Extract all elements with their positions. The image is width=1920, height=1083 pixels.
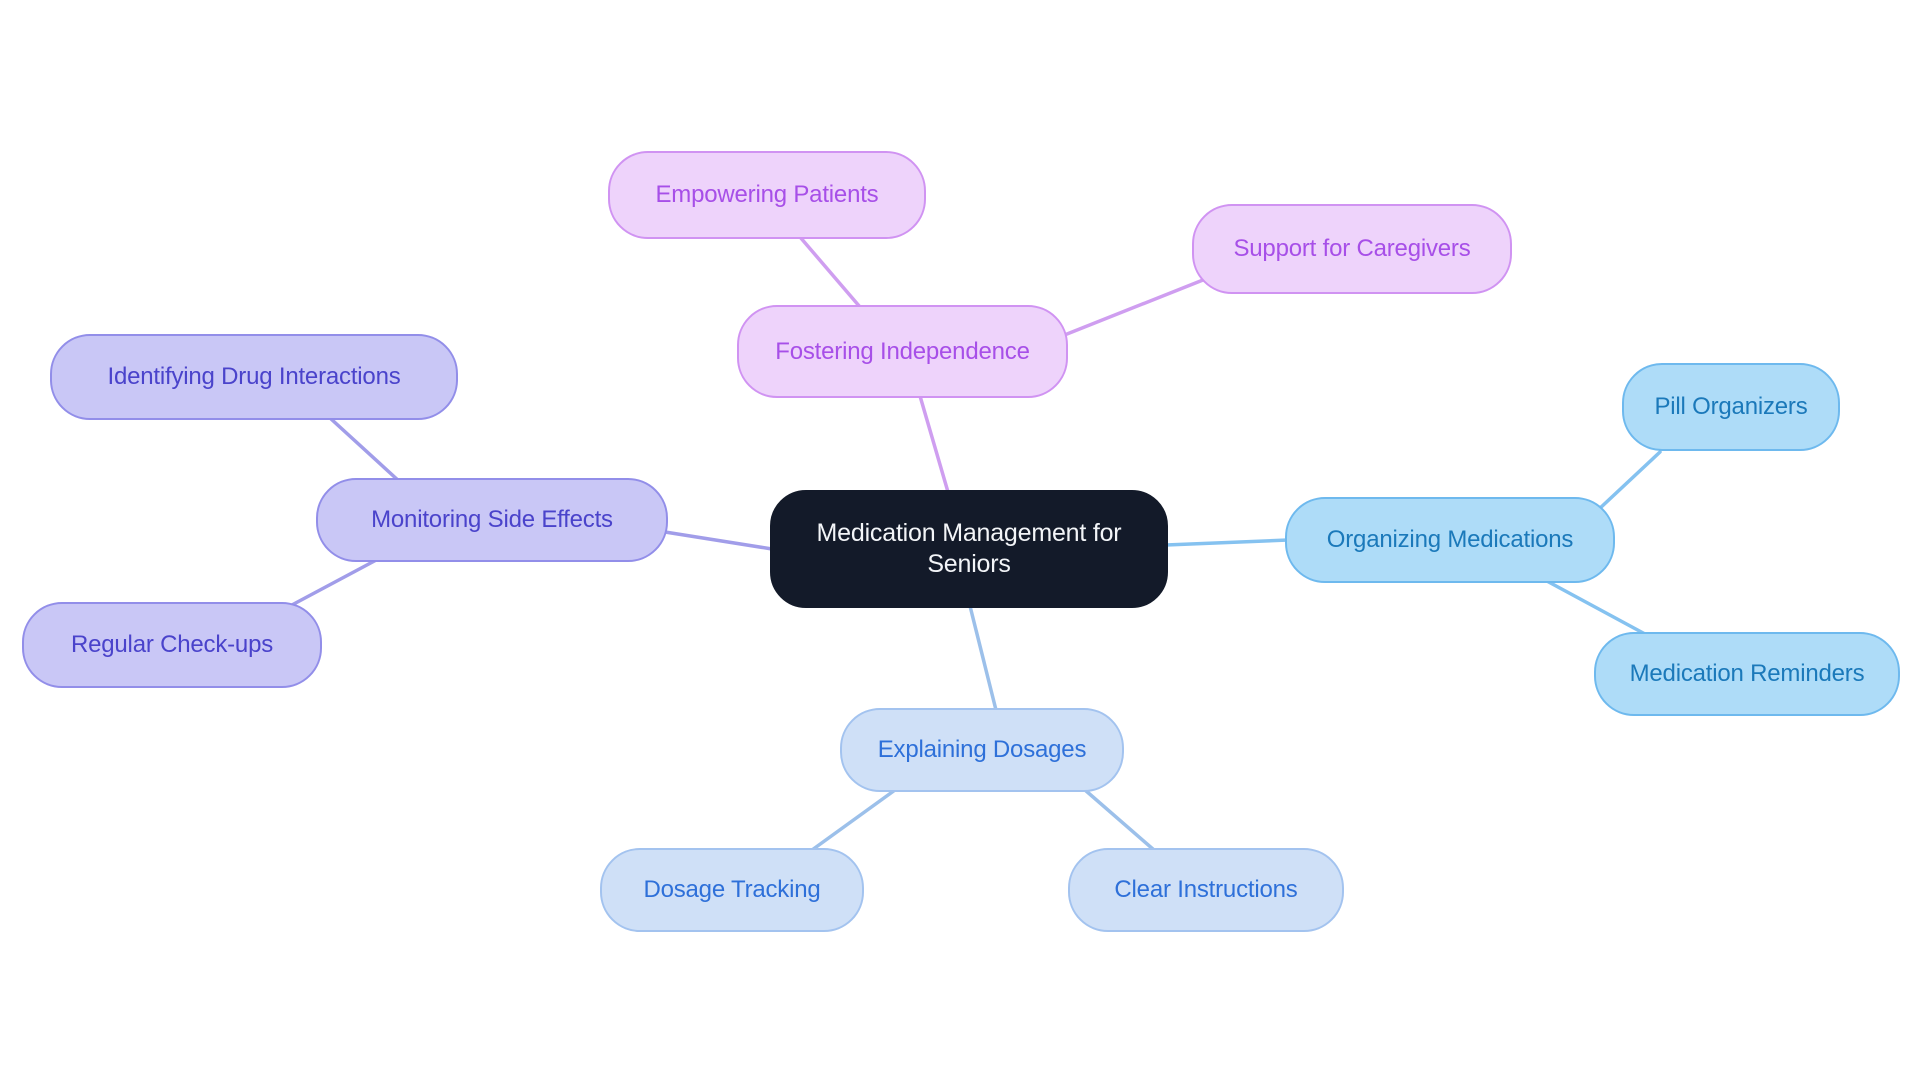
- node-label: Empowering Patients: [655, 181, 879, 208]
- node-medication-reminders[interactable]: Medication Reminders: [1594, 632, 1900, 716]
- edge-fostering-support-for-caregivers: [1060, 276, 1210, 338]
- node-regular-check-ups[interactable]: Regular Check-ups: [22, 602, 322, 688]
- edge-organizing-pill-organizers: [1596, 450, 1662, 512]
- node-identifying-drug-interactions[interactable]: Identifying Drug Interactions: [50, 334, 458, 420]
- node-label: Medication Reminders: [1629, 660, 1865, 687]
- node-support-for-caregivers[interactable]: Support for Caregivers: [1192, 204, 1512, 294]
- node-fostering-independence[interactable]: Fostering Independence: [737, 305, 1068, 398]
- edge-monitoring-regular-check-ups: [288, 556, 382, 608]
- edge-central-explaining-dosages: [968, 604, 998, 712]
- node-label: Fostering Independence: [775, 337, 1030, 365]
- node-label: Explaining Dosages: [877, 736, 1087, 763]
- edge-monitoring-identifying-drug-interactions: [328, 416, 402, 484]
- edge-fostering-empowering-patients: [798, 235, 862, 309]
- node-label: Dosage Tracking: [643, 876, 821, 903]
- node-central-topic[interactable]: Medication Management for Seniors: [770, 490, 1168, 608]
- central-topic-label: Medication Management for Seniors: [816, 518, 1122, 578]
- edge-explaining-dosage-tracking: [810, 788, 897, 852]
- node-label: Support for Caregivers: [1233, 235, 1471, 262]
- node-label: Monitoring Side Effects: [371, 506, 613, 533]
- edge-explaining-clear-instructions: [1083, 788, 1156, 852]
- edge-central-monitoring-side-effects: [663, 530, 774, 551]
- edge-central-fostering-independence: [918, 394, 950, 494]
- edge-central-organizing-medications: [1164, 538, 1290, 547]
- edge-organizing-medication-reminders: [1543, 578, 1647, 636]
- node-label: Identifying Drug Interactions: [107, 363, 401, 390]
- node-label: Organizing Medications: [1326, 526, 1574, 553]
- node-dosage-tracking[interactable]: Dosage Tracking: [600, 848, 864, 932]
- node-empowering-patients[interactable]: Empowering Patients: [608, 151, 926, 239]
- node-label: Pill Organizers: [1654, 393, 1808, 420]
- node-organizing-medications[interactable]: Organizing Medications: [1285, 497, 1615, 583]
- node-label: Clear Instructions: [1114, 876, 1298, 903]
- node-clear-instructions[interactable]: Clear Instructions: [1068, 848, 1344, 932]
- node-label: Regular Check-ups: [70, 631, 274, 658]
- node-pill-organizers[interactable]: Pill Organizers: [1622, 363, 1840, 451]
- node-monitoring-side-effects[interactable]: Monitoring Side Effects: [316, 478, 668, 562]
- node-explaining-dosages[interactable]: Explaining Dosages: [840, 708, 1124, 792]
